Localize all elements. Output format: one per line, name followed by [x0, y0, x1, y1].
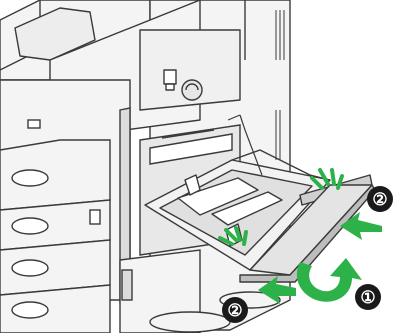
callout-1-bottom-label: ①	[360, 288, 375, 307]
callout-2-right: ②	[367, 186, 393, 212]
callout-2-bottom-label: ②	[227, 301, 242, 320]
callout-2-bottom: ②	[222, 297, 248, 323]
curved-arrow-icon	[297, 258, 362, 302]
paper-cassettes	[0, 120, 110, 333]
callout-2-right-label: ②	[372, 190, 387, 209]
callout-1-bottom: ①	[355, 284, 381, 310]
